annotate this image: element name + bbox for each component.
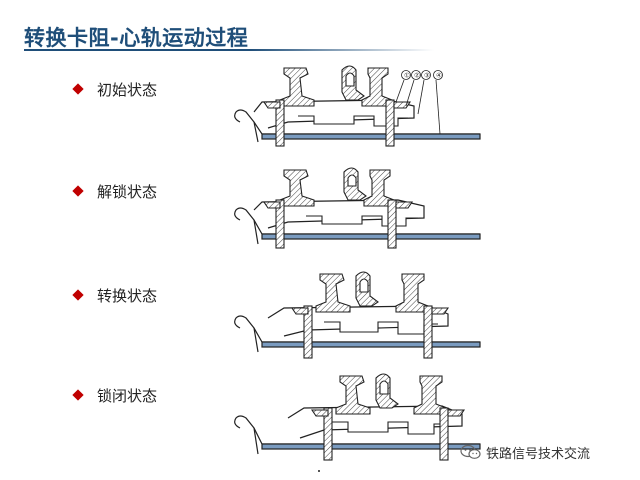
title-underline: [24, 49, 434, 51]
state-label-text: 解锁状态: [97, 182, 158, 201]
watermark: 铁路信号技术交流: [460, 440, 590, 464]
wechat-icon: [460, 444, 481, 459]
mechanism-drawing-unlock: [234, 167, 481, 249]
state-label-text: 初始状态: [97, 80, 158, 99]
watermark-text: 铁路信号技术交流: [486, 446, 591, 462]
state-label-text: 锁闭状态: [97, 386, 158, 405]
svg-text:①: ①: [404, 72, 410, 80]
state-label-unlock: 解锁状态: [72, 181, 157, 201]
mechanism-drawing-locked: [234, 373, 481, 461]
stray-dot: [318, 470, 320, 472]
mechanism-drawing-initial: ① ② ③ ④: [234, 65, 481, 147]
diamond-bullet-icon: [72, 185, 84, 197]
diamond-bullet-icon: [72, 83, 84, 95]
state-label-locked: 锁闭状态: [72, 385, 157, 405]
diamond-bullet-icon: [72, 389, 84, 401]
state-label-initial: 初始状态: [72, 79, 157, 99]
svg-text:④: ④: [436, 72, 442, 80]
callout-markers: ① ② ③ ④: [395, 70, 443, 135]
state-label-text: 转换状态: [97, 286, 158, 305]
state-label-transition: 转换状态: [72, 285, 157, 305]
svg-text:②: ②: [414, 72, 420, 80]
svg-text:③: ③: [424, 72, 430, 80]
page-title: 转换卡阻-心轨运动过程: [24, 26, 249, 50]
diamond-bullet-icon: [72, 289, 84, 301]
mechanism-drawing-transition: [234, 271, 481, 359]
